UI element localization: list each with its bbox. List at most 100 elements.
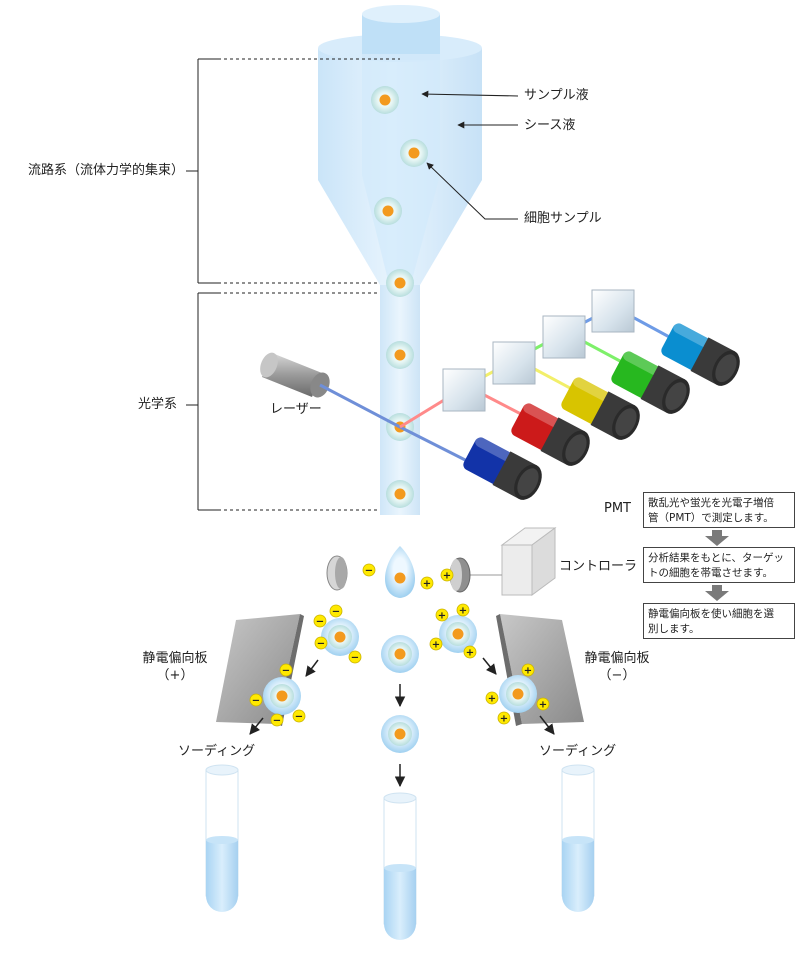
svg-text:−: − xyxy=(351,653,359,664)
droplet xyxy=(381,715,419,753)
cell xyxy=(386,341,414,369)
negative-charge-icon: − xyxy=(249,693,263,707)
mirror xyxy=(542,315,586,359)
positive-charge-icon: + xyxy=(497,711,511,725)
svg-text:+: + xyxy=(432,640,440,651)
charging-electrodes xyxy=(326,555,471,593)
mirror xyxy=(591,289,635,333)
pmt-detector xyxy=(561,377,640,440)
dichroic-mirrors xyxy=(442,289,635,412)
positive-charge-icon: + xyxy=(485,691,499,705)
step-text-line: 分析結果をもとに、ターゲッ xyxy=(648,552,784,564)
collection-tube-left xyxy=(205,764,239,912)
cell xyxy=(374,197,402,225)
droplet xyxy=(499,675,537,713)
svg-text:−: − xyxy=(282,666,290,677)
pmt-detector xyxy=(511,403,590,466)
controller-box xyxy=(470,527,557,596)
collection-tube-right xyxy=(561,764,595,912)
collection-tube-center xyxy=(383,792,417,940)
laser-device xyxy=(260,352,401,429)
label-arrows xyxy=(421,90,519,220)
pmt-detectors xyxy=(463,323,740,500)
svg-text:−: − xyxy=(365,566,373,577)
label-sorting-right: ソーディング xyxy=(539,744,617,759)
step-arrows xyxy=(705,530,729,601)
svg-text:+: + xyxy=(443,571,451,582)
svg-text:+: + xyxy=(423,579,431,590)
svg-text:+: + xyxy=(488,694,496,705)
mirror xyxy=(492,341,536,385)
pmt-detector xyxy=(661,323,740,386)
step-box-charge: 分析結果をもとに、ターゲッ トの細胞を帯電させます。 xyxy=(643,547,795,583)
step-text-line: 静電偏向板を使い細胞を選 xyxy=(648,608,774,620)
droplet xyxy=(381,635,419,673)
pmt-detector xyxy=(611,351,690,414)
svg-text:+: + xyxy=(438,611,446,622)
svg-text:−: − xyxy=(317,639,325,650)
pmt-detector xyxy=(463,437,542,500)
svg-text:−: − xyxy=(252,696,260,707)
label-deflector-negative-sign: （−） xyxy=(598,668,636,683)
flow-system-bracket xyxy=(186,58,400,284)
droplet-motion-arrows xyxy=(249,657,555,788)
droplet xyxy=(263,677,301,715)
cell xyxy=(386,480,414,508)
step-text-line: 散乱光や蛍光を光電子増倍 xyxy=(648,497,774,509)
step-text-line: トの細胞を帯電させます。 xyxy=(648,567,773,579)
positive-charge-icon: + xyxy=(429,637,443,651)
positive-charge-icon: + xyxy=(435,608,449,622)
negative-charge-icon: − xyxy=(348,650,362,664)
droplets: −++−−−−−−−−++++++++ xyxy=(249,563,550,753)
mirror xyxy=(442,368,486,412)
label-deflector-positive: 静電偏向板 xyxy=(142,651,208,666)
svg-text:−: − xyxy=(332,607,340,618)
label-pmt: PMT xyxy=(604,501,631,516)
positive-charge-icon: + xyxy=(521,663,535,677)
cell xyxy=(371,86,399,114)
step-text-line: 管（PMT）で測定します。 xyxy=(648,512,774,524)
optical-system-bracket xyxy=(186,292,380,511)
positive-charge-icon: + xyxy=(536,697,550,711)
svg-text:−: − xyxy=(295,712,303,723)
negative-charge-icon: − xyxy=(279,663,293,677)
positive-charge-icon: + xyxy=(440,568,454,582)
negative-charge-icon: − xyxy=(362,563,376,577)
svg-text:+: + xyxy=(539,700,547,711)
negative-charge-icon: − xyxy=(292,709,306,723)
flow-nozzle xyxy=(318,5,482,515)
label-optical-system: 光学系 xyxy=(138,397,178,412)
negative-charge-icon: − xyxy=(313,614,327,628)
label-deflector-positive-sign: （+） xyxy=(156,668,194,683)
cells-in-stream xyxy=(371,86,428,508)
negative-charge-icon: − xyxy=(329,604,343,618)
svg-text:+: + xyxy=(459,606,467,617)
step-box-measure: 散乱光や蛍光を光電子増倍 管（PMT）で測定します。 xyxy=(643,492,795,528)
cell xyxy=(400,139,428,167)
step-text-line: 別します。 xyxy=(648,623,700,635)
label-sorting-left: ソーディング xyxy=(178,744,256,759)
svg-text:+: + xyxy=(524,666,532,677)
label-sample-fluid: サンプル液 xyxy=(524,88,589,103)
svg-text:+: + xyxy=(466,648,474,659)
positive-charge-icon: + xyxy=(456,603,470,617)
forming-droplet xyxy=(385,546,415,598)
positive-charge-icon: + xyxy=(420,576,434,590)
label-cell-sample: 細胞サンプル xyxy=(524,211,602,226)
droplet xyxy=(439,615,477,653)
svg-text:+: + xyxy=(500,714,508,725)
cell xyxy=(386,269,414,297)
label-deflector-negative: 静電偏向板 xyxy=(584,651,650,666)
svg-text:−: − xyxy=(273,716,281,727)
label-flow-system: 流路系（流体力学的集束） xyxy=(28,163,185,178)
label-laser: レーザー xyxy=(270,402,322,417)
positive-charge-icon: + xyxy=(463,645,477,659)
negative-charge-icon: − xyxy=(314,636,328,650)
step-box-sort: 静電偏向板を使い細胞を選 別します。 xyxy=(643,603,795,639)
droplet xyxy=(321,618,359,656)
label-controller-text: コントローラ xyxy=(559,559,638,574)
label-sheath-fluid: シース液 xyxy=(524,118,576,133)
negative-charge-icon: − xyxy=(270,713,284,727)
svg-text:−: − xyxy=(316,617,324,628)
